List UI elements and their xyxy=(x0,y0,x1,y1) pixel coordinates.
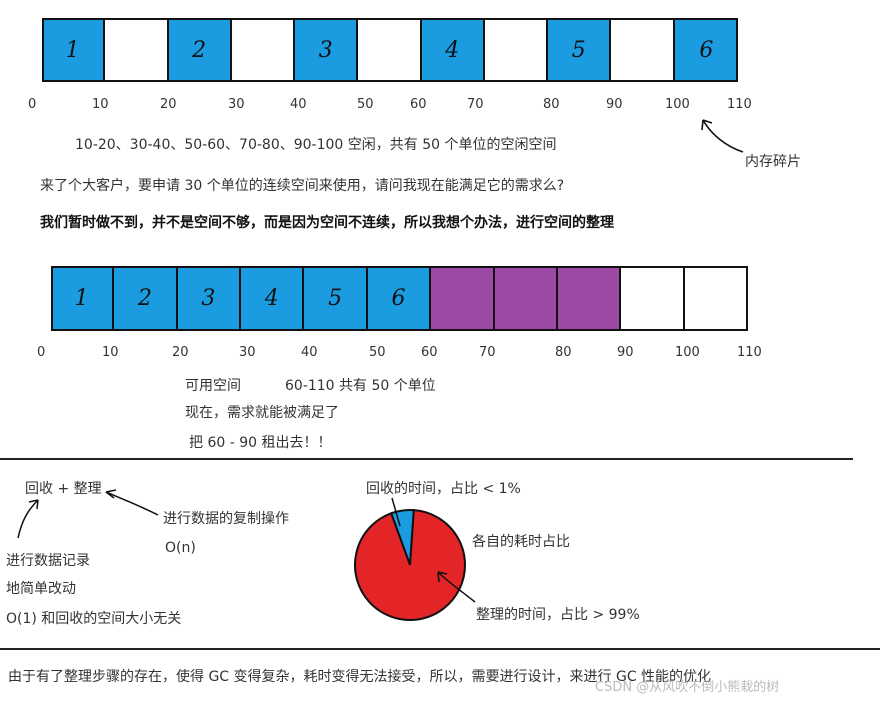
pie-chart xyxy=(354,497,476,621)
block-number: 5 xyxy=(571,37,586,63)
block-number: 2 xyxy=(138,286,153,311)
tick-label: 30 xyxy=(239,345,256,360)
tick-label: 100 xyxy=(665,97,690,112)
record-label: 进行数据记录 xyxy=(6,553,90,569)
block-number: 3 xyxy=(318,37,333,63)
annotation-arrows xyxy=(17,489,159,539)
ratio-title: 各自的耗时占比 xyxy=(472,534,570,550)
tick-label: 20 xyxy=(172,345,189,360)
tick-label: 110 xyxy=(737,345,762,360)
rent-out-text: 把 60 - 90 租出去！！ xyxy=(189,435,332,451)
memory-block xyxy=(105,18,169,82)
answer-text: 我们暂时做不到，并不是空间不够，而是因为空间不连续，所以我想个办法，进行空间的整… xyxy=(40,215,614,231)
tick-label: 10 xyxy=(102,345,119,360)
memory-block: 1 xyxy=(51,266,115,331)
compact-time-label: 整理的时间，占比 > 99% xyxy=(476,607,640,623)
fragment-note: 内存碎片 xyxy=(745,154,801,170)
memory-block: 3 xyxy=(177,266,242,331)
tick-label: 50 xyxy=(369,345,386,360)
memory-block xyxy=(431,266,495,331)
memory-block: 1 xyxy=(42,18,106,82)
memory-block: 3 xyxy=(295,18,359,82)
o1-label: O(1) 和回收的空间大小无关 xyxy=(6,611,182,627)
memory-block xyxy=(484,18,549,82)
tick-label: 80 xyxy=(543,97,560,112)
conclusion-text: 由于有了整理步骤的存在，使得 GC 变得复杂，耗时变得无法接受，所以，需要进行设… xyxy=(8,669,712,685)
recycle-compact-label: 回收 + 整理 xyxy=(25,481,102,497)
memory-block xyxy=(358,18,422,82)
available-label: 可用空间 xyxy=(185,378,241,394)
tick-label: 40 xyxy=(301,345,318,360)
block-number: 1 xyxy=(74,286,89,311)
memory-block xyxy=(621,266,685,331)
memory-block xyxy=(231,18,296,82)
tick-label: 100 xyxy=(675,345,700,360)
compact-pointer xyxy=(437,571,476,603)
bottom-divider xyxy=(0,648,880,650)
block-number: 1 xyxy=(65,37,80,63)
tick-label: 30 xyxy=(228,97,245,112)
free-summary: 10-20、30-40、50-60、70-80、90-100 空闲，共有 50 … xyxy=(75,137,557,153)
recycle-pointer xyxy=(391,497,401,527)
tick-label: 0 xyxy=(28,97,37,112)
memory-block xyxy=(494,266,558,331)
tick-label: 10 xyxy=(92,97,109,112)
tick-label: 60 xyxy=(421,345,438,360)
memory-block: 5 xyxy=(304,266,368,331)
tick-label: 0 xyxy=(37,345,46,360)
memory-bar-compacted: 1 2 3 4 5 6 xyxy=(51,266,748,331)
memory-block xyxy=(557,266,622,331)
fragment-arrow xyxy=(701,119,744,153)
block-number: 4 xyxy=(264,286,279,311)
tick-label: 60 xyxy=(410,97,427,112)
copy-cost: O(n) xyxy=(165,540,196,556)
tick-label: 110 xyxy=(727,97,752,112)
tick-label: 70 xyxy=(467,97,484,112)
tick-label: 80 xyxy=(555,345,572,360)
memory-block: 2 xyxy=(168,18,232,82)
block-number: 3 xyxy=(201,286,216,311)
tick-label: 70 xyxy=(479,345,496,360)
section-divider xyxy=(0,458,853,460)
block-number: 5 xyxy=(328,286,343,311)
tick-label: 40 xyxy=(290,97,307,112)
copy-operation: 进行数据的复制操作 xyxy=(163,511,289,527)
memory-block: 4 xyxy=(241,266,305,331)
block-number: 2 xyxy=(192,37,207,63)
tick-label: 90 xyxy=(606,97,623,112)
watermark: CSDN @从风吹不倒小熊栽的树 xyxy=(595,680,780,695)
memory-block: 4 xyxy=(421,18,485,82)
memory-block: 6 xyxy=(674,18,738,82)
tick-label: 20 xyxy=(160,97,177,112)
memory-block: 5 xyxy=(548,18,612,82)
recycle-time-label: 回收的时间，占比 < 1% xyxy=(366,481,521,497)
memory-bar-fragmented: 1 2 3 4 5 6 xyxy=(42,18,738,82)
block-number: 4 xyxy=(445,37,460,63)
request-text: 来了个大客户，要申请 30 个单位的连续空间来使用，请问我现在能满足它的需求么? xyxy=(40,178,565,194)
block-number: 6 xyxy=(391,286,406,311)
memory-block: 2 xyxy=(114,266,178,331)
block-number: 6 xyxy=(699,37,714,63)
simple-change-label: 地简单改动 xyxy=(6,581,76,597)
tick-label: 90 xyxy=(617,345,634,360)
pie-slice-compact xyxy=(354,509,466,621)
now-ok-text: 现在，需求就能被满足了 xyxy=(185,405,339,421)
available-range: 60-110 共有 50 个单位 xyxy=(285,378,436,394)
memory-block xyxy=(611,18,675,82)
memory-block xyxy=(684,266,748,331)
memory-block: 6 xyxy=(367,266,432,331)
tick-label: 50 xyxy=(357,97,374,112)
